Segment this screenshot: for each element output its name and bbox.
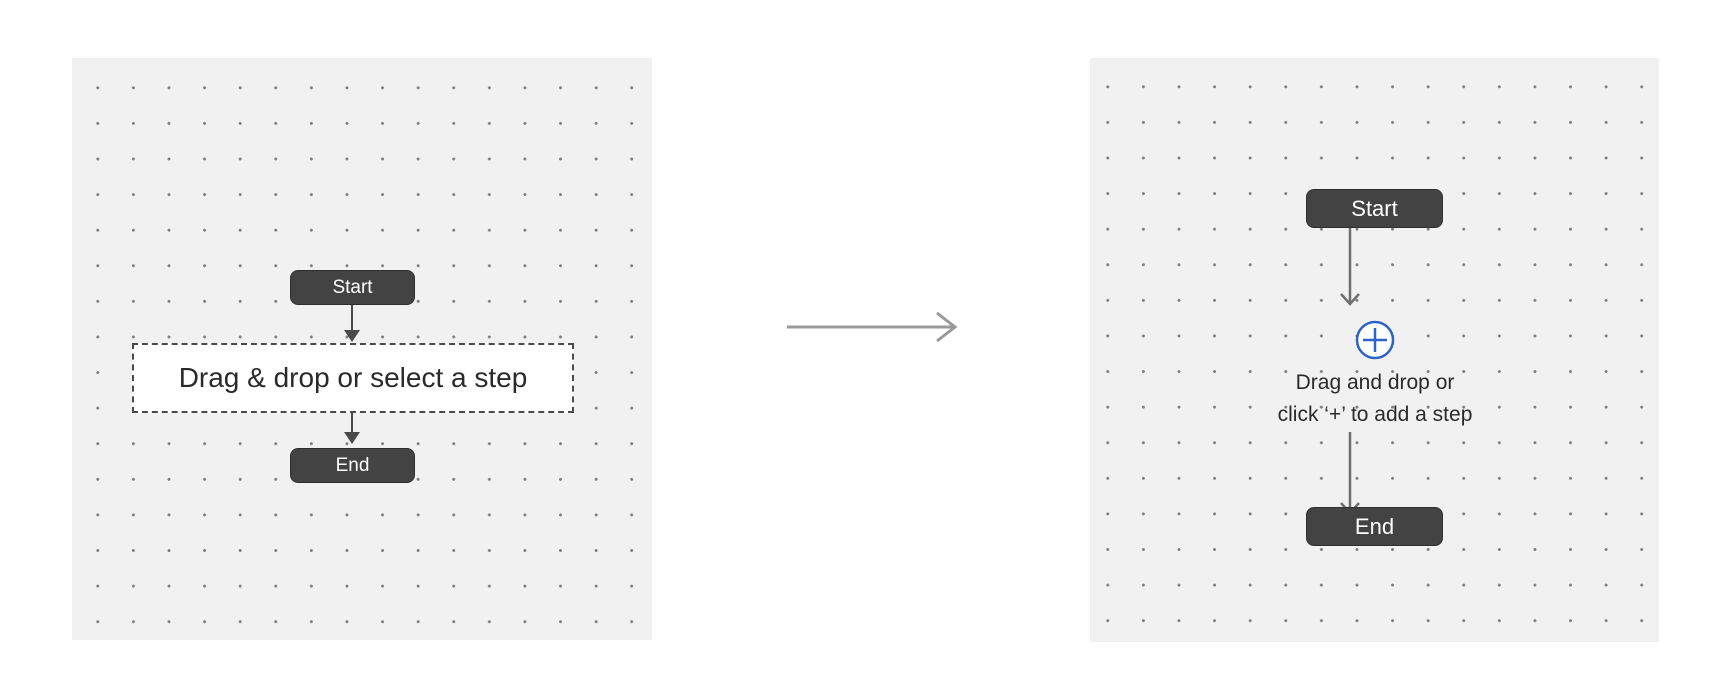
start-node-label: Start <box>332 276 373 298</box>
start-node-label: Start <box>1351 195 1398 221</box>
arrow-down-icon <box>344 432 360 444</box>
canvas-before: Start Drag & drop or select a step End <box>72 58 652 640</box>
end-node[interactable]: End <box>290 448 415 483</box>
connector-start-to-dropzone <box>351 305 353 331</box>
end-node-label: End <box>335 454 370 476</box>
connector-dropzone-to-end <box>351 413 353 433</box>
arrow-down-icon <box>344 330 360 342</box>
add-step-hint-line2: click ‘+’ to add a step <box>1277 403 1473 426</box>
end-node-label: End <box>1354 513 1395 539</box>
connector-hint-to-end <box>1340 432 1360 515</box>
plus-circle-icon[interactable] <box>1354 319 1396 361</box>
end-node[interactable]: End <box>1306 507 1443 546</box>
start-node[interactable]: Start <box>1306 189 1443 228</box>
add-step-hint: Drag and drop or click ‘+’ to add a step <box>1220 367 1530 431</box>
step-dropzone[interactable]: Drag & drop or select a step <box>132 343 574 413</box>
add-step-hint-line1: Drag and drop or <box>1295 371 1455 394</box>
start-node[interactable]: Start <box>290 270 415 305</box>
canvas-after: Start Drag and drop or click ‘+’ to add … <box>1090 58 1659 642</box>
connector-start-to-add <box>1340 228 1360 306</box>
dropzone-label: Drag & drop or select a step <box>178 362 528 393</box>
arrow-right-icon <box>787 311 958 343</box>
